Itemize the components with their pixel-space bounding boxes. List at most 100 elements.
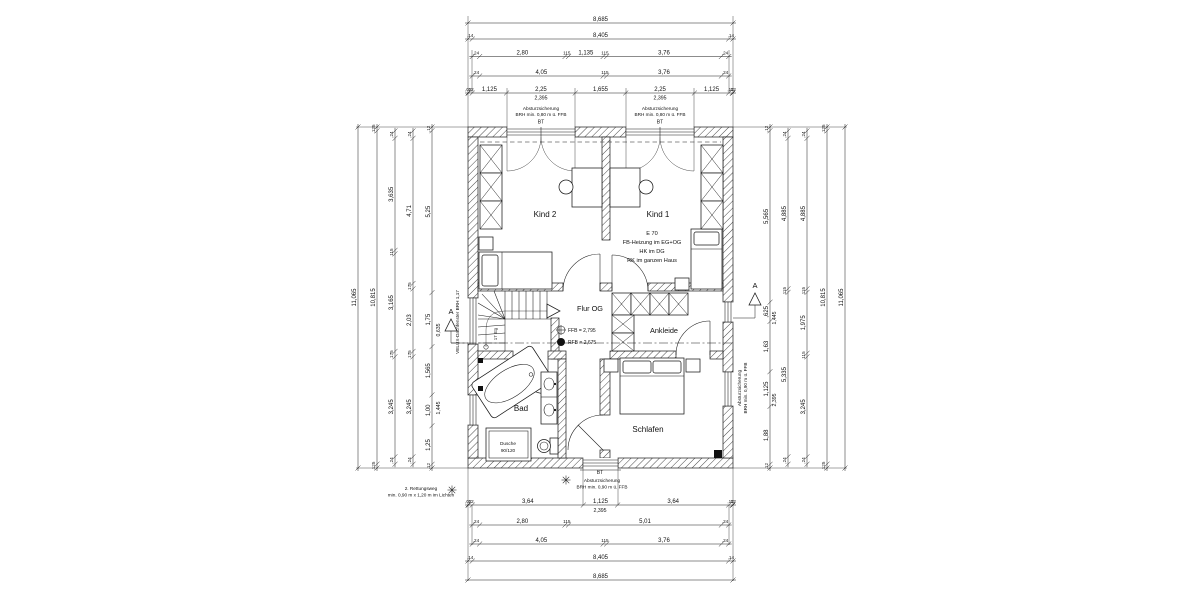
window-left-stair <box>468 297 478 345</box>
dim-label: ,14 <box>728 555 735 560</box>
ffb-level-marker <box>556 325 566 335</box>
dim-label: 2,395 <box>535 96 548 102</box>
dim-label: 115 <box>801 287 806 295</box>
stair-direction-arrow <box>546 303 561 319</box>
dim-label: 3,76 <box>658 538 670 544</box>
note-line: Absturzsicherung <box>642 106 679 111</box>
section-marker-label: A <box>448 307 453 316</box>
dim-label: ,125 <box>821 124 826 133</box>
top-window-note-right: Absturzsicherung BRH min. 0,80 m ü. FFB … <box>634 106 685 126</box>
note-line: min. 0,90 m x 1,20 m im Lichten <box>388 493 455 498</box>
dim-label: ,12 <box>764 125 769 132</box>
column <box>714 450 722 458</box>
room-labels: Kind 2 Kind 1 Flur OG Ankleide Bad Schla… <box>514 210 678 434</box>
bathtub <box>471 345 553 419</box>
dim-label: 3,165 <box>389 294 395 310</box>
window-bottom <box>580 458 621 471</box>
dim-label: 4,05 <box>536 538 548 544</box>
room-label-flur: Flur OG <box>577 304 603 313</box>
dim-label: 1,125 <box>704 87 720 93</box>
dim-label: 2,25 <box>535 87 547 93</box>
dim-label: ,24 <box>473 51 480 56</box>
dim-label: ,24 <box>722 51 729 56</box>
dim-label: ,12 <box>426 125 431 132</box>
dim-label: 4,71 <box>407 204 413 216</box>
radiator-valve <box>478 358 483 363</box>
ffb-level-text: FFB = 2,795 <box>568 328 596 334</box>
dim-label: 115 <box>601 70 609 75</box>
room-label-kind2: Kind 2 <box>534 210 557 219</box>
staircase <box>477 290 561 351</box>
dim-label: 3,64 <box>667 499 679 505</box>
dim-label: ,12 <box>426 463 431 470</box>
dim-label: 115 <box>563 519 571 524</box>
dim-label: 2,395 <box>594 508 607 514</box>
dim-label: 2,80 <box>516 519 528 525</box>
rescue-route-star <box>561 475 571 485</box>
top-window-note-left: Absturzsicherung BRH min. 0,80 m ü. FFB … <box>515 106 566 126</box>
bt-label: BT <box>597 470 603 476</box>
dim-label: ,24 <box>801 457 806 464</box>
dim-label: ,14 <box>728 33 735 38</box>
dim-label: ,24 <box>801 131 806 138</box>
dim-label: 115 <box>782 287 787 295</box>
dim-label: 10,815 <box>371 288 377 307</box>
dim-label: 5,335 <box>782 366 788 382</box>
dim-label: 115 <box>801 351 806 359</box>
note-line: BRH min. 0,90 m ü. FFB <box>576 485 627 490</box>
built-in-wardrobes <box>479 144 724 352</box>
dim-label: 5,565 <box>764 208 770 224</box>
window-top-right <box>625 127 695 172</box>
dim-label: 115 <box>601 51 609 56</box>
dim-label: ,24 <box>722 70 729 75</box>
chair <box>638 179 654 195</box>
dim-label: 3,245 <box>389 399 395 415</box>
dim-label: ,24 <box>389 131 394 138</box>
dim-label: 3,245 <box>407 399 413 415</box>
dim-label: 0,635 <box>436 323 442 336</box>
shower-label: 90/120 <box>501 448 516 453</box>
desk-kind2 <box>571 167 603 208</box>
dim-label: 8,685 <box>593 574 609 580</box>
door-arcs <box>512 253 711 451</box>
note-line: E 70 <box>646 231 658 237</box>
dim-label: ,24 <box>722 538 729 543</box>
dim-label: ,125 <box>371 461 376 470</box>
dim-label: 3,64 <box>522 499 534 505</box>
heating-note-block: E 70 FB-Heizung im EG+OG HK im DG RK im … <box>623 231 682 264</box>
dim-label: 3,635 <box>389 186 395 202</box>
dim-label: 1,125 <box>593 499 609 505</box>
stair-count-note: 17 Stg <box>493 327 498 340</box>
bt-label: BT <box>538 120 544 126</box>
window-top-left <box>506 127 576 172</box>
dim-label: ,24 <box>782 457 787 464</box>
dim-label: ,12 <box>764 463 769 470</box>
dim-label: ,24 <box>389 457 394 464</box>
dim-label: ,24 <box>473 70 480 75</box>
dim-label: 8,685 <box>593 17 609 23</box>
rfb-level-marker <box>557 338 565 346</box>
dim-label: ,12 <box>727 499 734 504</box>
dim-label: 3,76 <box>658 51 670 57</box>
dim-label: 2,03 <box>407 314 413 326</box>
dim-label: ,02 <box>465 499 472 504</box>
section-marker-right: A <box>733 281 762 319</box>
rescue-route-star <box>447 485 457 495</box>
rfb-level-text: RFB = 2,675 <box>568 340 596 346</box>
dim-label: 1,125 <box>482 87 498 93</box>
dim-label: ,12 <box>467 499 474 504</box>
dim-label: ,24 <box>722 519 729 524</box>
dim-label: 115 <box>601 538 609 543</box>
dim-label: ,24 <box>473 538 480 543</box>
dim-label: 11,065 <box>839 288 845 307</box>
note-line: Absturzsicherung <box>523 106 560 111</box>
dim-label: 1,63 <box>764 340 770 352</box>
dim-label: 5,01 <box>639 519 651 525</box>
dim-label: 175 <box>407 350 412 358</box>
shower <box>485 427 532 462</box>
window-right-ankleide <box>723 301 733 323</box>
dim-label: ,02 <box>729 87 736 92</box>
window-left-bad <box>468 394 478 426</box>
